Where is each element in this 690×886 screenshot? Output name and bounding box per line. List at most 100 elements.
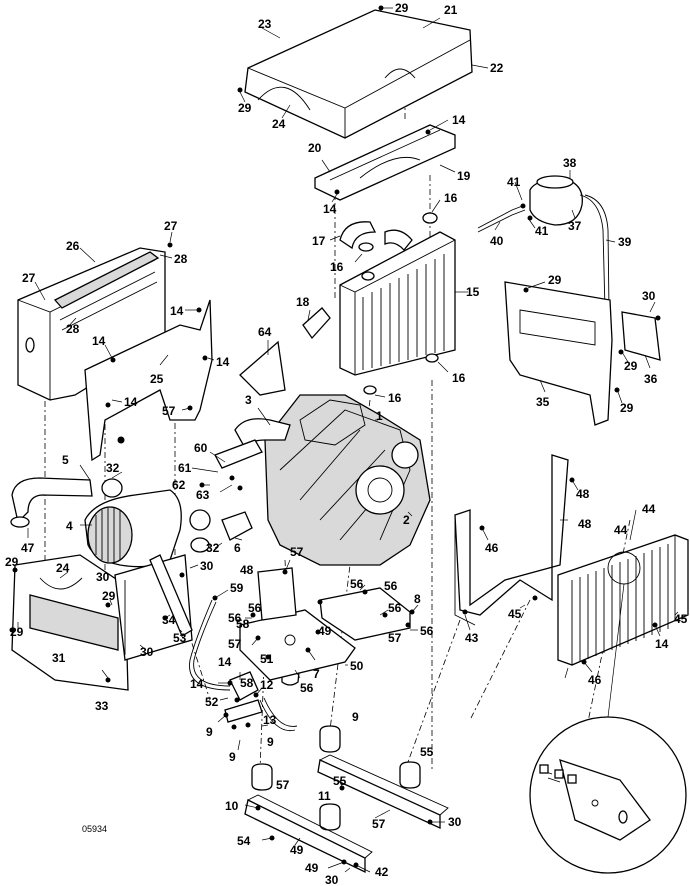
callout-label: 53: [173, 631, 187, 645]
callout-label: 45: [674, 612, 688, 626]
callout-label: 36: [644, 372, 658, 386]
callout-label: 30: [96, 570, 110, 584]
callout-label: 43: [465, 631, 479, 645]
callout-label: 14: [92, 334, 106, 348]
callout-label: 9: [267, 735, 274, 749]
callout-label: 13: [263, 713, 277, 727]
callout-label: 49: [305, 861, 319, 875]
callout-label: 39: [618, 235, 632, 249]
figure-reference-number: 05934: [82, 824, 107, 834]
callout-label: 20: [308, 141, 322, 155]
callout-label: 27: [22, 271, 36, 285]
callout-label: 61: [178, 461, 192, 475]
isolators: [251, 725, 421, 831]
callout-label: 30: [642, 289, 656, 303]
callout-label: 29: [102, 589, 116, 603]
callout-label: 25: [150, 372, 164, 386]
callout-label: 15: [466, 285, 480, 299]
callout-label: 55: [420, 745, 434, 759]
callout-label: 14: [170, 304, 184, 318]
callout-label: 59: [230, 581, 244, 595]
callout-label: 14: [323, 202, 337, 216]
callout-label: 30: [325, 873, 339, 886]
callout-label: 48: [576, 487, 590, 501]
callout-label: 40: [490, 234, 504, 248]
callout-label: 14: [218, 655, 232, 669]
callout-label: 32: [106, 461, 120, 475]
callout-label: 2: [403, 513, 410, 527]
callout-label: 62: [172, 478, 186, 492]
callout-label: 11: [318, 789, 331, 803]
callout-label: 45: [508, 607, 522, 621]
callout-label: 29: [624, 359, 638, 373]
rail-10: [244, 794, 373, 874]
callout-label: 38: [563, 156, 577, 170]
callout-label: 57: [162, 404, 176, 418]
callout-label: 23: [258, 17, 272, 31]
deflector: [239, 340, 286, 396]
callout-labels: 29 21 22 23 29 24 14 20 19 14 16 17 16 1…: [5, 1, 688, 886]
callout-label: 16: [444, 191, 458, 205]
callout-label: 18: [296, 295, 310, 309]
air-intake-hose: [10, 477, 123, 528]
callout-label: 3: [245, 393, 252, 407]
callout-label: 51: [260, 652, 274, 666]
callout-label: 37: [568, 219, 582, 233]
callout-label: 30: [448, 815, 462, 829]
radiator-top-bracket: [314, 124, 456, 201]
bracket-34: [149, 554, 193, 637]
callout-label: 56: [228, 611, 242, 625]
callout-label: 29: [395, 1, 409, 15]
callout-label: 22: [490, 61, 504, 75]
callout-label: 42: [375, 865, 389, 879]
callout-label: 52: [205, 695, 219, 709]
callout-label: 56: [248, 601, 262, 615]
callout-label: 47: [21, 541, 35, 555]
callout-label: 24: [56, 561, 70, 575]
callout-label: 8: [414, 592, 421, 606]
fuel-line: [189, 599, 298, 732]
callout-label: 1: [376, 409, 383, 423]
callout-label: 57: [372, 817, 386, 831]
callout-label: 6: [234, 541, 241, 555]
callout-label: 57: [290, 545, 304, 559]
callout-label: 54: [237, 834, 251, 848]
callout-label: 58: [236, 617, 250, 631]
engine-mount-plate-7: [239, 609, 356, 681]
callout-label: 34: [162, 613, 176, 627]
callout-label: 29: [10, 625, 24, 639]
callout-label: 14: [124, 395, 138, 409]
callout-label: 24: [272, 117, 286, 131]
callout-label: 9: [352, 710, 359, 724]
callout-label: 12: [260, 678, 274, 692]
callout-label: 30: [140, 645, 154, 659]
callout-label: 28: [66, 322, 80, 336]
callout-label: 9: [229, 750, 236, 764]
leader-lines: [17, 7, 679, 873]
callout-label: 56: [300, 681, 314, 695]
callout-label: 50: [350, 659, 364, 673]
lower-shroud-panel: [11, 554, 129, 691]
callout-label: 29: [5, 555, 19, 569]
upper-hose: [339, 212, 438, 252]
callout-label: 27: [164, 219, 178, 233]
callout-label: 19: [457, 169, 471, 183]
callout-label: 46: [485, 541, 499, 555]
callout-label: 9: [206, 725, 213, 739]
callout-label: 14: [452, 113, 466, 127]
coolant-reservoir: [477, 175, 610, 311]
callout-label: 55: [333, 774, 347, 788]
callout-label: 46: [588, 673, 602, 687]
callout-label: 28: [174, 252, 188, 266]
callout-label: 56: [350, 577, 364, 591]
rail-11: [317, 754, 449, 830]
callout-label: 44: [642, 502, 656, 516]
callout-label: 4: [66, 519, 73, 533]
callout-label: 44: [614, 523, 628, 537]
callout-label: 57: [228, 637, 242, 651]
callout-label: 64: [258, 325, 272, 339]
callout-label: 10: [225, 799, 239, 813]
callout-label: 35: [536, 395, 550, 409]
callout-label: 14: [190, 677, 204, 691]
callout-label: 56: [388, 601, 402, 615]
